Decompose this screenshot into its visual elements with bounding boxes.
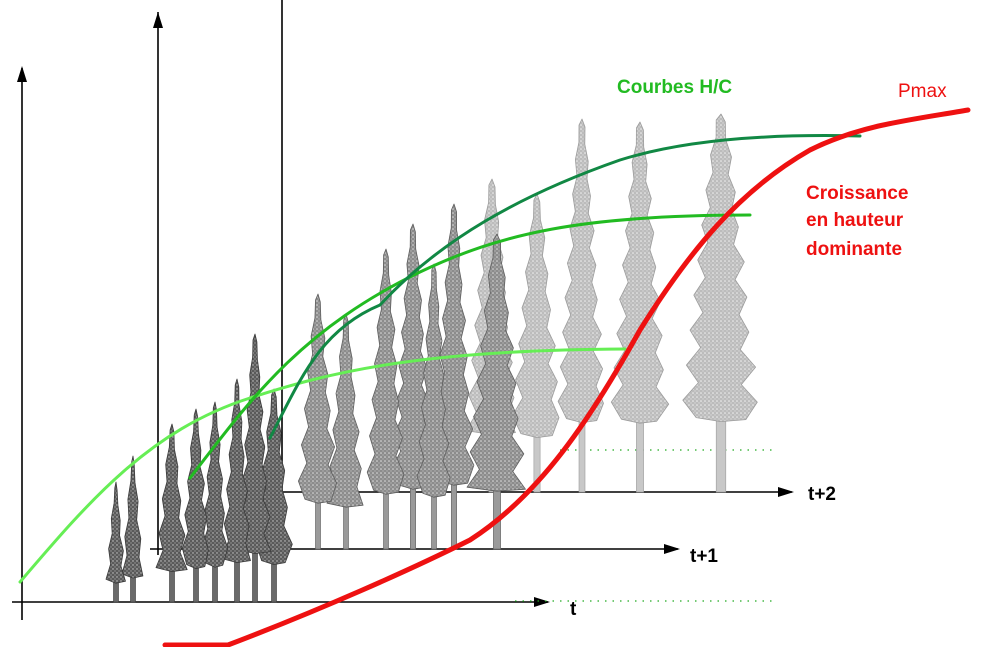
dominant-height-growth-curve [162,107,971,647]
hc-curve-light [18,347,627,584]
growth-label-line2: en hauteur [806,210,904,231]
conifer-tree-icon [237,333,272,603]
hc-curves [18,134,862,584]
tree-stand [105,113,758,603]
growth-label-line3: dominante [806,239,902,260]
conifer-tree-icon [221,378,251,603]
conifer-tree-icon [366,248,405,550]
conifer-tree-icon [416,263,451,550]
conifer-tree-icon [326,313,364,550]
conifer-tree-icon [201,401,229,603]
hc-curves-label: Courbes H/C [617,77,732,98]
conifer-tree-icon [610,121,670,493]
axis-label-t1: t+1 [690,546,718,567]
growth-label-line1: Croissance [806,183,908,204]
hc-curve-dark [268,134,862,440]
conifer-tree-icon [181,408,209,603]
conifer-tree-icon [391,223,435,550]
dotted-reference-lines [515,449,775,602]
conifer-tree-icon [155,423,188,603]
conifer-tree-icon [298,293,337,550]
pmax-label: Pmax [898,81,947,102]
conifer-tree-icon [512,193,560,493]
axis-label-t: t [570,599,577,620]
axis-label-t2: t+2 [808,484,836,505]
conifer-tree-icon [121,455,144,603]
conifer-tree-icon [682,113,758,493]
hc-curve-mid [188,213,752,480]
conifer-tree-icon [105,481,126,603]
